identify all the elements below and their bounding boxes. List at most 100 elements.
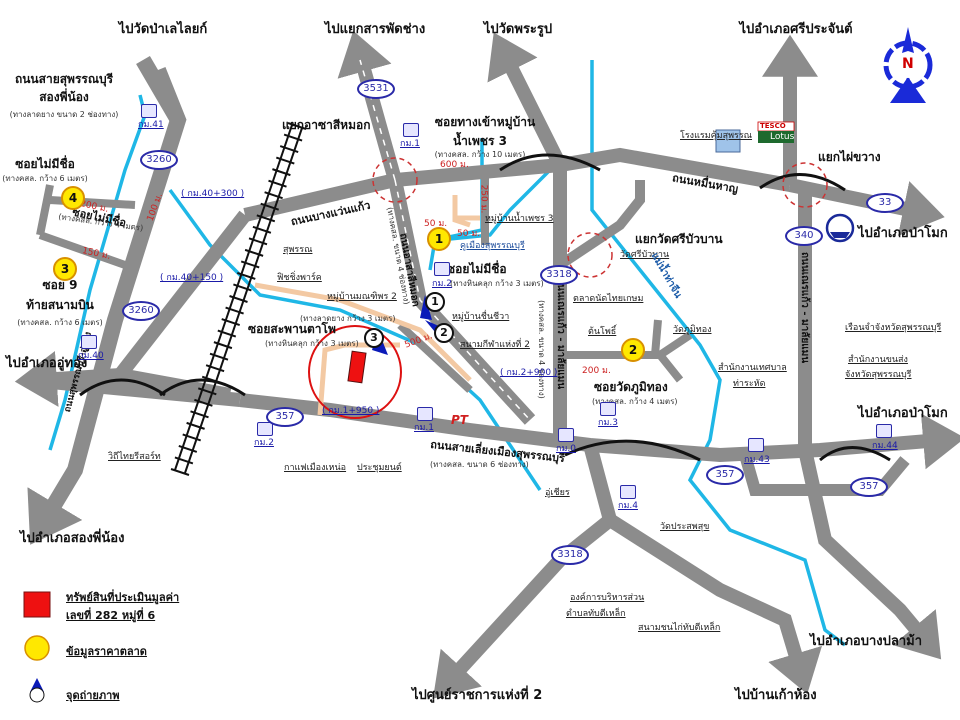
boat-icon xyxy=(825,213,855,243)
rail-tie xyxy=(256,214,276,223)
poi-wat-si-bua-ban: วัดศรีบัวบาน xyxy=(620,250,670,260)
legend-subject-line2: เลขที่ 282 หมู่ที่ 6 xyxy=(66,609,156,622)
poi-wat-prasat: วัดประสพสุข xyxy=(660,522,710,532)
poi-tambon-org-1: องค์การบริหารส่วน xyxy=(570,593,645,603)
market-marker[interactable]: 3 xyxy=(53,257,77,281)
km-post-icon xyxy=(876,424,892,438)
distance-label: 600 ม. xyxy=(440,160,469,170)
poi-municipal: สำนักงานเทศบาล xyxy=(718,363,787,373)
km-post-icon xyxy=(748,438,764,452)
soi-saphan-ta-pho: ซอยสะพานตาโพ xyxy=(248,322,336,336)
km-marker: ( กม.40+300 ) xyxy=(181,189,245,199)
rail-tie xyxy=(248,237,268,246)
road-soi-saphan-ta-pho xyxy=(397,322,473,393)
km-post-icon xyxy=(620,485,636,499)
road-to-wat-si-bua-ban xyxy=(557,180,645,270)
intersection-wat-si-bua-ban: แยกวัดศรีบัวบาน xyxy=(635,232,723,246)
road-right-vertical-label: ถนนเณรแก้ว - มาลัยแมน xyxy=(799,252,810,364)
km-marker: กม.0 xyxy=(556,444,576,454)
dest-amphoe-song-phi-nong: ไปอำเภอสองพี่น้อง xyxy=(20,531,125,546)
soi-9-sub: (ทางคสล. กว้าง 6 เมตร) xyxy=(17,318,103,327)
rail-tie xyxy=(221,318,241,327)
rail-tie xyxy=(209,352,229,361)
km-marker: กม.3 xyxy=(598,418,618,428)
road-bypass-west xyxy=(29,373,241,407)
rail-tie xyxy=(252,225,272,234)
km-post-icon xyxy=(403,123,419,137)
rail-tie xyxy=(225,306,244,315)
rail-tie xyxy=(205,364,225,373)
market-marker[interactable]: 4 xyxy=(61,186,85,210)
rail-tie xyxy=(240,260,260,269)
rail-tie xyxy=(178,444,198,453)
km-marker: กม.2 xyxy=(254,438,274,448)
north-arrow-icon xyxy=(883,27,933,103)
poi-resort: วิถีไทยรีสอร์ท xyxy=(108,452,161,462)
km-marker: กม.41 xyxy=(138,120,164,130)
photo-point[interactable]: 3 xyxy=(364,328,384,348)
canal-west xyxy=(168,188,542,491)
rail-tie xyxy=(272,168,291,177)
road-suphan-song-phi-nong-line1: ถนนสายสุพรรณบุรี xyxy=(14,72,114,86)
poi-prison: เรือนจำจังหวัดสุพรรณบุรี xyxy=(845,323,942,333)
route-badge: 3260 xyxy=(122,301,160,321)
route-badge: 340 xyxy=(785,226,823,246)
market-marker[interactable]: 2 xyxy=(621,338,645,362)
km-marker: กม.1 xyxy=(414,423,434,433)
poi-stadium: สนามกีฬาแห่งที่ 2 xyxy=(460,340,530,350)
rail-tie xyxy=(264,191,283,200)
rail-tie xyxy=(268,179,287,188)
legend-market-swatch xyxy=(24,635,50,661)
route-badge: 357 xyxy=(266,407,304,427)
distance-label: 250 ม. xyxy=(478,184,489,214)
road-left-diag xyxy=(114,210,251,380)
soi-wat-phu-thong-sub: (ทางคสล. กว้าง 4 เมตร) xyxy=(592,397,678,406)
rail-tie xyxy=(244,248,264,257)
north-label: N xyxy=(902,56,914,72)
route-badge: 3318 xyxy=(540,265,578,285)
pt-logo: PT xyxy=(451,413,468,427)
overpasses xyxy=(79,153,891,462)
rail-tie xyxy=(182,433,202,442)
soi-9-line1: ซอย 9 xyxy=(42,278,78,292)
poi-hotel: โรงแรมคุ้มสุพรรณ xyxy=(680,131,753,141)
km-marker: ( กม.2+900 ) xyxy=(500,368,558,378)
soi-mai-mi-chue-top: ซอยไม่มีชื่อ xyxy=(15,157,75,171)
dest-wat-phra-rup: ไปวัดพระรูป xyxy=(483,22,553,37)
poi-u-chiao: อู่เชียร xyxy=(545,488,570,498)
photo-point[interactable]: 2 xyxy=(434,323,454,343)
dest-amphoe-bang-pla-ma: ไปอำเภอบางปลาม้า xyxy=(810,634,923,649)
railway xyxy=(170,122,307,476)
poi-market: ตลาดนัดไทยเกษม xyxy=(573,294,644,304)
subject-property[interactable] xyxy=(347,350,367,384)
road-to-wat-phra-rup xyxy=(487,32,567,169)
rail-tie xyxy=(213,341,233,350)
km-marker: กม.2 xyxy=(432,279,452,289)
rail-tie xyxy=(275,156,295,165)
rail-tie xyxy=(260,202,280,211)
rail-tie xyxy=(233,283,252,292)
market-marker[interactable]: 1 xyxy=(427,227,451,251)
poi-cafe: กาแฟเมืองเหน่อ xyxy=(284,463,347,473)
legend-photo-point: จุดถ่ายภาพ xyxy=(66,689,120,702)
soi-mai-mi-chue-top-sub: (ทางคสล. กว้าง 6 เมตร) xyxy=(2,174,88,183)
soi-mai-mi-chue-mid-sub: (ทางหินคลุก กว้าง 3 เมตร) xyxy=(450,279,544,288)
rail-tie xyxy=(190,410,209,419)
dest-sun-ratchakan-2: ไปศูนย์ราชการแห่งที่ 2 xyxy=(412,688,543,703)
road-nen-kaeo-sub: (ทางคสล. ขนาด 4 ช่องทาง) xyxy=(537,300,546,399)
rail-tie xyxy=(197,387,217,396)
soi-saphan-ta-pho-sub: (ทางหินคลุก กว้าง 3 เมตร) xyxy=(265,339,359,348)
km-marker: กม.43 xyxy=(744,455,770,465)
river-tha-chin xyxy=(590,60,847,647)
km-post-icon xyxy=(600,402,616,416)
soi-nam-phet-line2: น้ำเพชร 3 xyxy=(452,134,508,148)
hotel-icon xyxy=(715,129,741,153)
tesco-label: TESCO xyxy=(760,122,786,130)
km-marker: ( กม.40+150 ) xyxy=(160,273,224,283)
road-357-loop xyxy=(739,453,910,496)
distance-label: 200 ม. xyxy=(582,366,611,376)
km-post-icon xyxy=(417,407,433,421)
dest-wat-pa-lelai: ไปวัดป่าเลไลยก์ xyxy=(118,22,208,37)
photo-point[interactable]: 1 xyxy=(425,292,445,312)
road-soi-wat-phu-thong xyxy=(560,319,693,383)
